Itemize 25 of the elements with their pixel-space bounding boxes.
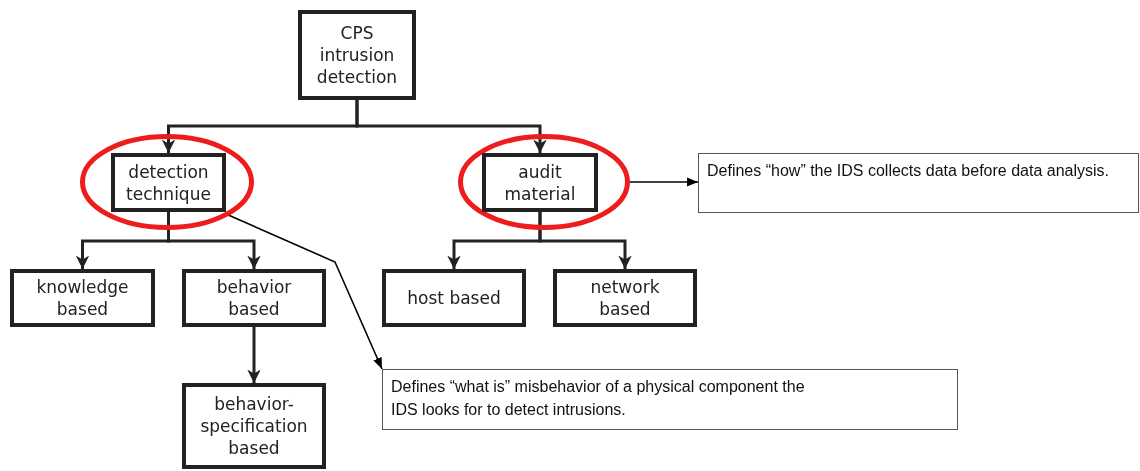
note-text: Defines “how” the IDS collects data before data analysis. xyxy=(707,161,1110,181)
note-box xyxy=(698,153,1139,213)
category-box xyxy=(182,383,326,469)
box-label: behavior-specification based xyxy=(199,393,309,459)
category-box xyxy=(182,269,326,327)
box-label: audit material xyxy=(503,160,577,205)
category-box xyxy=(553,269,697,327)
note-text: Defines “what is” misbehavior of a physical component the IDS looks for to detect intrusions. xyxy=(391,377,806,420)
box-label: behavior based xyxy=(215,276,293,320)
category-box xyxy=(298,10,416,100)
box-label: detection technique xyxy=(125,160,212,205)
category-box xyxy=(111,153,226,212)
arrow xyxy=(538,212,632,269)
note-box xyxy=(382,369,958,430)
category-box xyxy=(382,269,526,327)
box-label: knowledge based xyxy=(35,276,130,320)
box-label: CPS intrusion detection xyxy=(315,22,399,88)
arrow xyxy=(629,177,699,187)
arrow xyxy=(226,213,383,370)
category-box xyxy=(482,153,598,212)
arrow xyxy=(247,327,261,383)
box-label: host based xyxy=(407,287,501,309)
box-label: network based xyxy=(589,276,661,320)
category-box xyxy=(10,269,155,327)
arrow xyxy=(355,100,547,153)
